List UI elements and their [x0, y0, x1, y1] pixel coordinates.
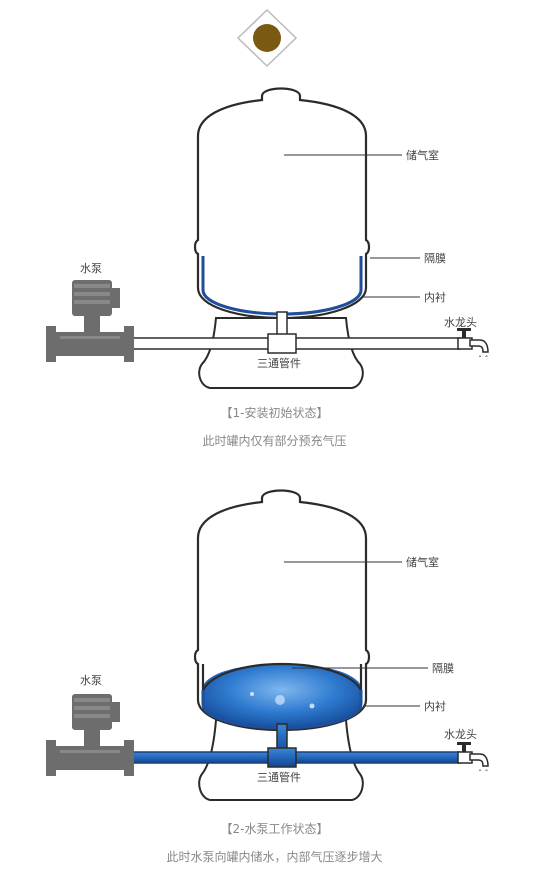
label-pump: 水泵 [80, 262, 102, 275]
leader-lines [284, 154, 420, 298]
logo-badge-icon [236, 8, 298, 68]
label-tee: 三通管件 [257, 770, 301, 784]
svg-text:ˆ ˆ: ˆ ˆ [478, 354, 489, 364]
label-diaphragm: 隔膜 [424, 252, 446, 265]
diaphragm-line [201, 662, 363, 695]
pressure-tank-icon [193, 87, 371, 320]
caption-2-desc: 此时水泵向罐内储水，内部气压逐步增大 [166, 850, 383, 864]
label-air-chamber: 储气室 [406, 555, 439, 569]
diagram-1: ˆ ˆ 储气室 隔膜 内衬 水泵 水龙头 三通管件 [46, 87, 489, 389]
label-tee: 三通管件 [257, 356, 301, 370]
label-liner: 内衬 [424, 290, 446, 304]
caption-1-desc: 此时罐内仅有部分预充气压 [202, 434, 347, 448]
faucet-icon: ˆ ˆ [457, 742, 489, 778]
water-pump-icon [46, 280, 134, 362]
tee-fitting [267, 333, 297, 354]
label-faucet: 水龙头 [444, 316, 477, 329]
label-air-chamber: 储气室 [406, 148, 439, 162]
label-faucet: 水龙头 [444, 728, 477, 741]
label-diaphragm: 隔膜 [432, 662, 454, 675]
label-liner: 内衬 [424, 699, 446, 713]
svg-text:ˆ ˆ: ˆ ˆ [478, 768, 489, 778]
caption-1-title: 【1-安装初始状态】 [220, 406, 329, 420]
leader-lines [284, 561, 428, 707]
water-pump-icon [46, 694, 134, 776]
faucet-icon: ˆ ˆ [457, 328, 489, 364]
tee-fitting [267, 747, 297, 768]
diagram-2: ˆ ˆ 储气室 隔膜 内衬 水泵 水龙头 三通管件 [46, 489, 489, 801]
label-pump: 水泵 [80, 674, 102, 687]
caption-2-title: 【2-水泵工作状态】 [220, 822, 329, 836]
